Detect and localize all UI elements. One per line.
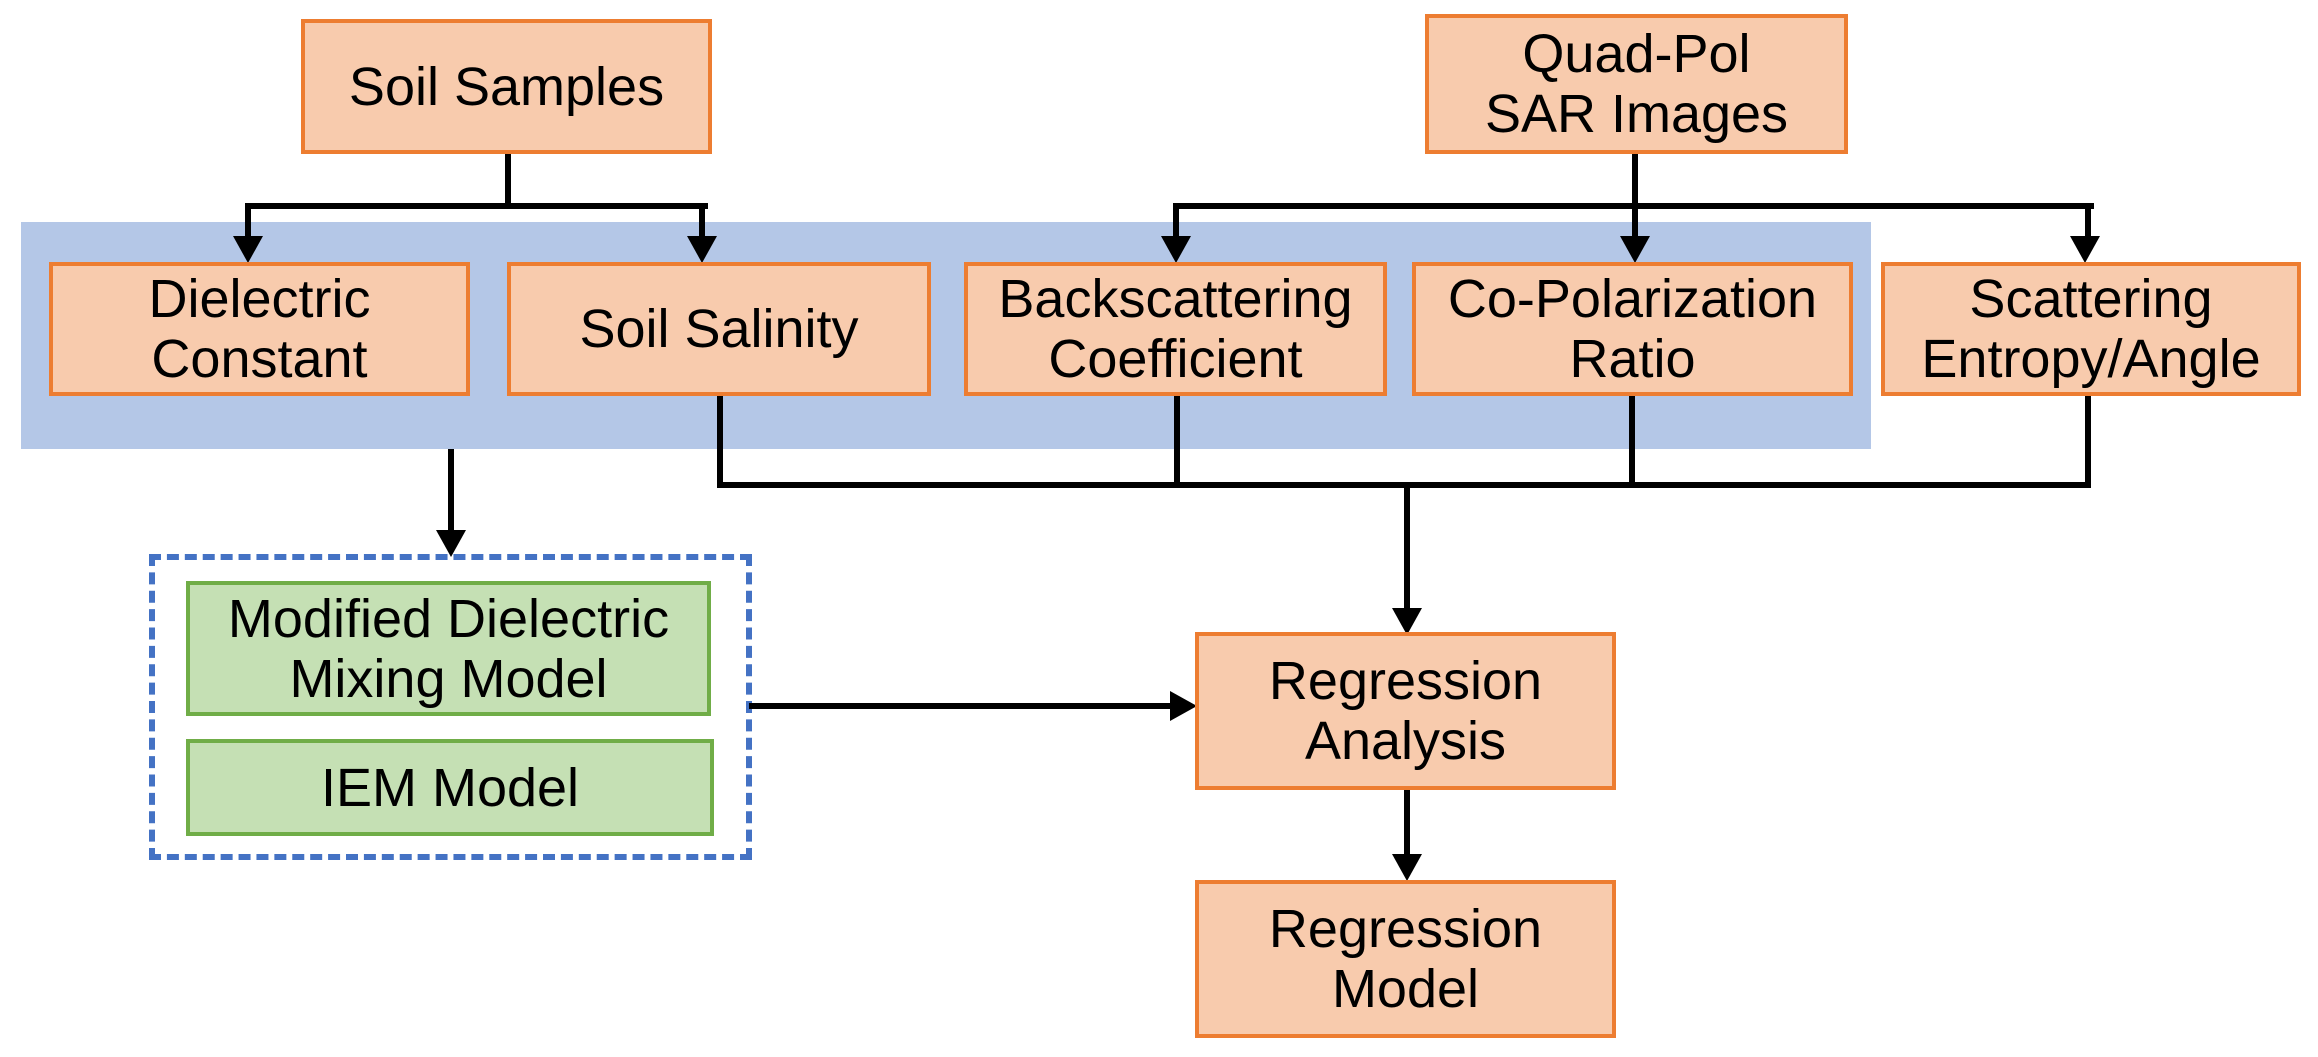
node-dielectric-constant: Dielectric Constant: [49, 262, 470, 396]
node-soil-salinity: Soil Salinity: [507, 262, 931, 396]
node-backscattering-coefficient: Backscattering Coefficient: [964, 262, 1387, 396]
connector-quadpol-stem: [1632, 150, 1638, 239]
connector-stub-dielectric: [245, 203, 251, 239]
connector-stub-salinity: [699, 203, 705, 239]
connector-salinity-drop: [717, 394, 723, 486]
node-iem-model: IEM Model: [186, 739, 714, 836]
connector-backscattering-drop: [1174, 394, 1180, 486]
node-scattering-entropy-angle: Scattering Entropy/Angle: [1881, 262, 2301, 396]
connector-stub-backscattering: [1173, 203, 1179, 239]
arrowhead-into-salinity: [687, 236, 717, 263]
connector-scattering-drop: [2085, 394, 2091, 488]
arrowhead-into-copolarization: [1620, 236, 1650, 263]
connector-soil-samples-stem: [505, 150, 511, 209]
node-co-polarization-ratio: Co-Polarization Ratio: [1412, 262, 1853, 396]
node-regression-analysis: Regression Analysis: [1195, 632, 1616, 790]
connector-top-right-horizontal: [1173, 203, 2094, 209]
connector-regression-stem: [1404, 482, 1410, 612]
arrowhead-into-dielectric: [233, 236, 263, 263]
connector-models-to-analysis: [749, 703, 1174, 709]
arrowhead-into-analysis-left: [1170, 691, 1197, 721]
arrowhead-into-regression-model: [1392, 854, 1422, 881]
node-soil-samples: Soil Samples: [301, 19, 712, 154]
connector-top-left-horizontal: [245, 203, 708, 209]
arrowhead-into-scattering: [2070, 236, 2100, 263]
arrowhead-into-backscattering: [1161, 236, 1191, 263]
node-regression-model: Regression Model: [1195, 880, 1616, 1038]
arrowhead-into-model-group: [436, 530, 466, 557]
connector-dielectric-to-models: [448, 449, 454, 534]
connector-stub-scattering: [2085, 203, 2091, 239]
node-quad-pol-sar-images: Quad-Pol SAR Images: [1425, 14, 1848, 154]
connector-analysis-to-model: [1404, 788, 1410, 858]
node-modified-dielectric-mixing-model: Modified Dielectric Mixing Model: [186, 581, 711, 716]
arrowhead-into-analysis-top: [1392, 608, 1422, 635]
connector-copolarization-drop: [1629, 394, 1635, 486]
